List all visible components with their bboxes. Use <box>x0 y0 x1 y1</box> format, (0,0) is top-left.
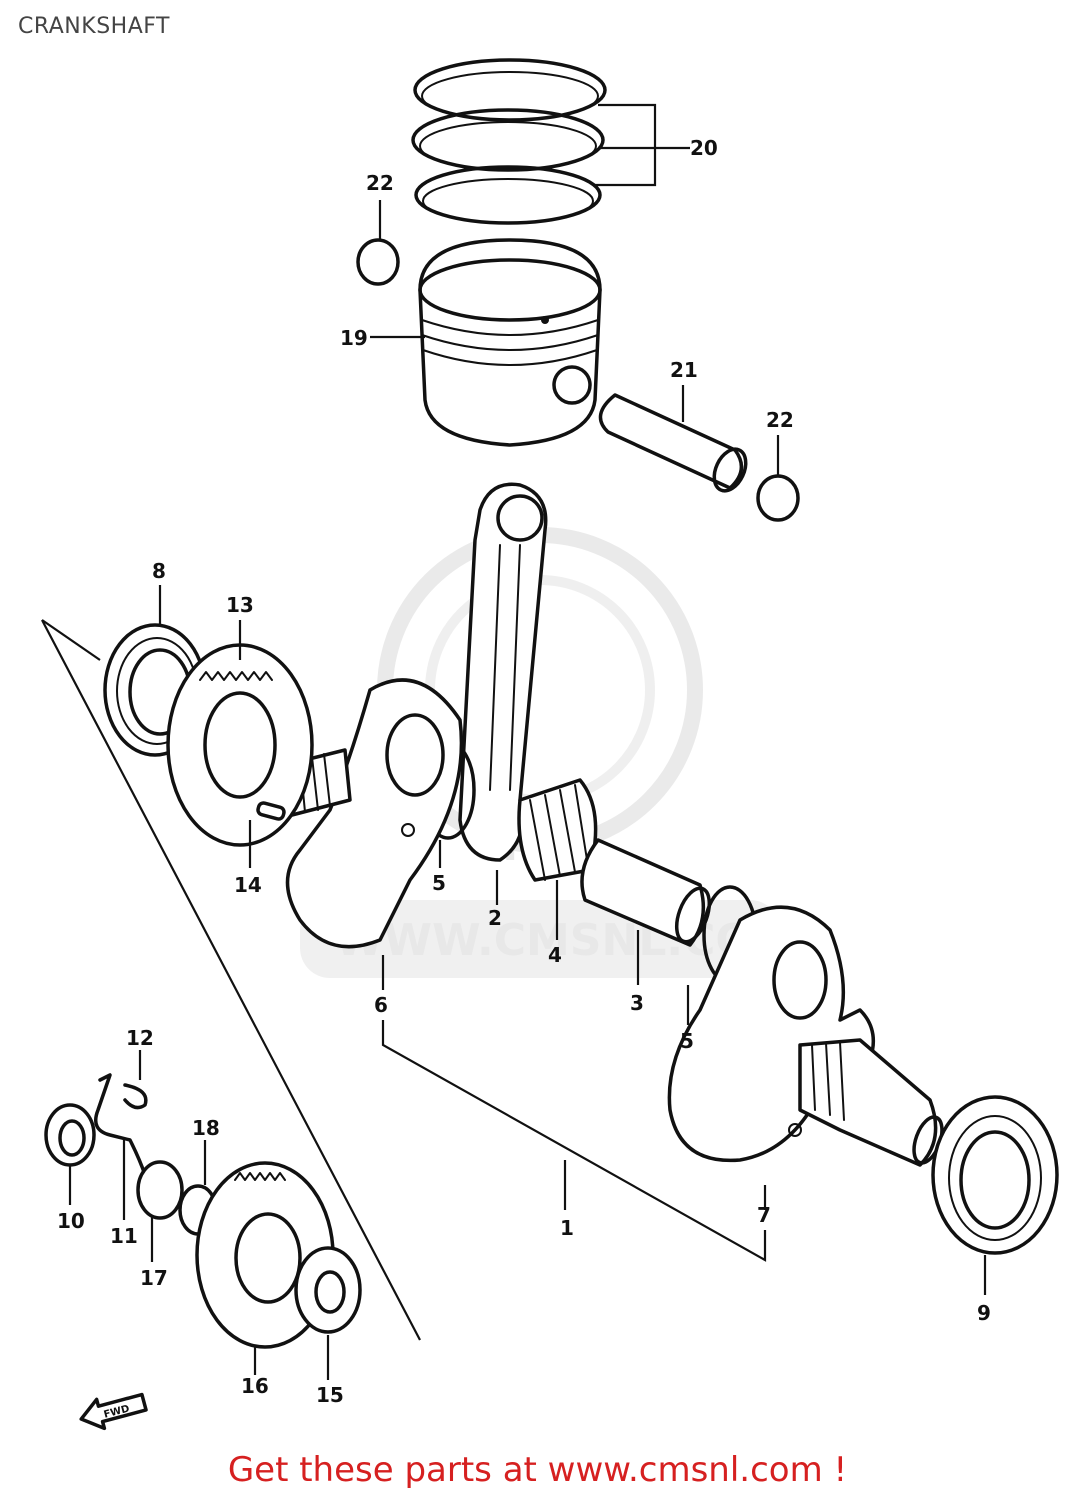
screw <box>123 1083 148 1110</box>
piston-rings <box>411 58 607 225</box>
callout-22a: 22 <box>366 171 394 195</box>
crankshaft-diagram: CMS WWW.CMSNL.COM <box>41 58 1059 1431</box>
callout-5b: 5 <box>680 1029 694 1053</box>
oil-seal <box>44 1103 96 1167</box>
callout-17: 17 <box>140 1266 168 1290</box>
driven-gear <box>294 1246 362 1334</box>
circlip-lower <box>756 474 800 522</box>
callout-21: 21 <box>670 358 698 382</box>
callout-14: 14 <box>234 873 262 897</box>
callout-5a: 5 <box>432 871 446 895</box>
primary-drive-gear <box>166 643 314 847</box>
needle-bearing <box>517 778 598 882</box>
washer <box>136 1160 184 1220</box>
callout-9: 9 <box>977 1301 991 1325</box>
callout-22b: 22 <box>766 408 794 432</box>
callout-19: 19 <box>340 326 368 350</box>
page-title: CRANKSHAFT <box>18 14 170 39</box>
leader-lines <box>68 103 987 1380</box>
callout-18: 18 <box>192 1116 220 1140</box>
callout-3: 3 <box>630 991 644 1015</box>
callout-13: 13 <box>226 593 254 617</box>
callout-11: 11 <box>110 1224 138 1248</box>
callout-16: 16 <box>241 1374 269 1398</box>
crankshaft-right <box>667 905 944 1167</box>
callout-1: 1 <box>560 1216 574 1240</box>
fwd-arrow: FWD <box>79 1392 148 1431</box>
callout-6: 6 <box>374 993 388 1017</box>
callout-4: 4 <box>548 943 562 967</box>
callout-8: 8 <box>152 559 166 583</box>
watermark-text: WWW.CMSNL.COM <box>335 915 797 966</box>
callout-10: 10 <box>57 1209 85 1233</box>
piston-pin <box>598 393 748 493</box>
footer-link[interactable]: Get these parts at www.cmsnl.com ! <box>227 1450 848 1490</box>
callout-20: 20 <box>690 136 718 160</box>
callout-labels: 1 2 3 4 5 5 6 7 8 9 10 11 12 13 14 15 16… <box>57 136 991 1407</box>
circlip-upper <box>356 238 400 286</box>
bearing-right <box>931 1095 1059 1255</box>
callout-7: 7 <box>757 1203 771 1227</box>
callout-2: 2 <box>488 906 502 930</box>
woodruff-key <box>256 801 286 821</box>
callout-12: 12 <box>126 1026 154 1050</box>
callout-15: 15 <box>316 1383 344 1407</box>
assembly-frame <box>41 619 421 1341</box>
lock-plate <box>94 1073 162 1177</box>
piston <box>418 238 602 447</box>
